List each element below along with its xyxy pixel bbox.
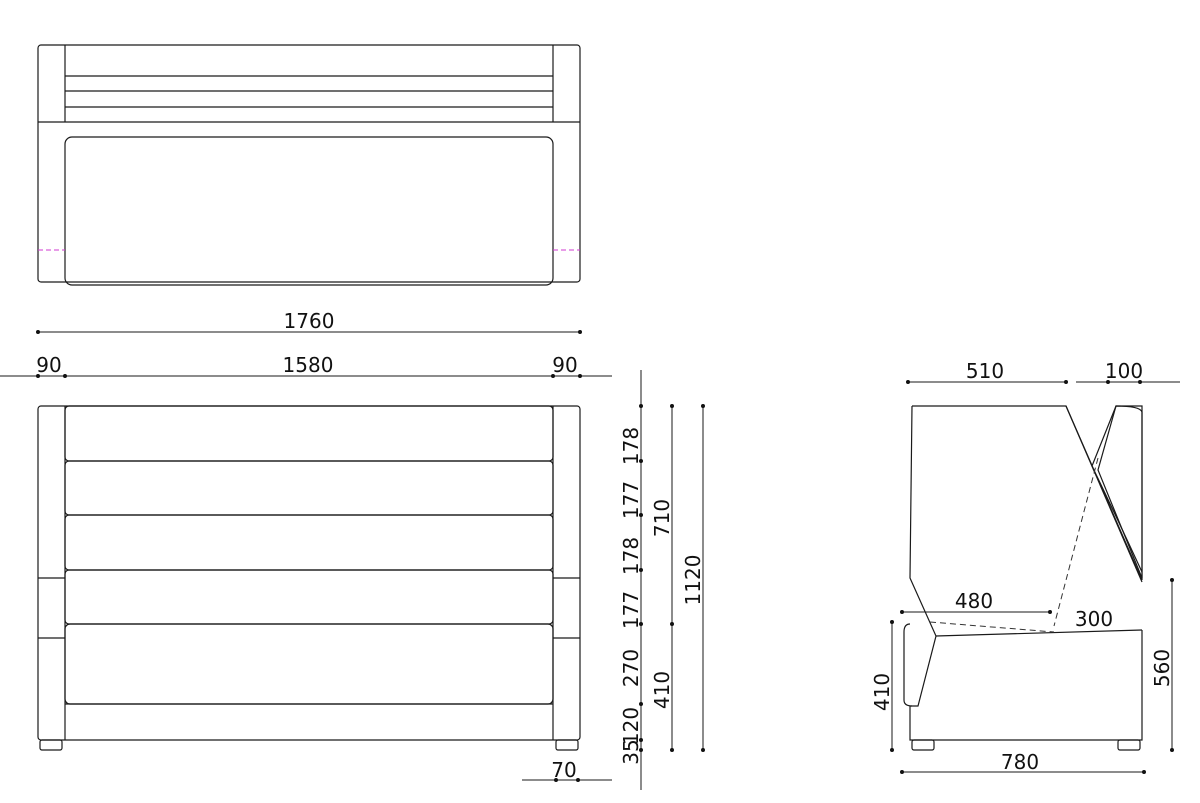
dim-label-arm-right: 90 <box>552 353 577 377</box>
dim-label-side-seat-height: 410 <box>870 673 894 711</box>
front-back-panel-1 <box>64 405 554 462</box>
plan-outline <box>37 44 581 283</box>
front-outline <box>37 405 581 741</box>
front-back-panel-4 <box>64 569 554 625</box>
dim-label-foot: 35 <box>619 739 643 764</box>
dim-label-arm-left: 90 <box>36 353 61 377</box>
dim-label-side-seat-depth: 480 <box>955 589 993 613</box>
dim-label-back-height: 710 <box>650 499 674 537</box>
dim-label-base: 120 <box>619 707 643 745</box>
dim-side: 510 100 480 300 410 560 780 <box>870 359 1180 774</box>
side-back-cushion <box>1097 405 1143 579</box>
side-foot-front <box>911 739 935 751</box>
dim-label-seat-cushion: 270 <box>619 649 643 687</box>
front-foot-right <box>555 739 579 751</box>
dim-foot-width: 70 <box>522 758 612 782</box>
side-body-outline <box>909 405 1143 741</box>
dim-label-total-height: 1120 <box>681 555 705 606</box>
dim-label-panel-2: 177 <box>619 481 643 519</box>
dim-label-panel-3: 178 <box>619 537 643 575</box>
side-back-diagonal-1 <box>1065 405 1143 583</box>
dim-label-seat-height: 410 <box>650 671 674 709</box>
dim-label-side-back-offset: 300 <box>1075 607 1113 631</box>
front-seat-cushion <box>64 623 554 705</box>
dim-label-side-total-depth: 780 <box>1001 750 1039 774</box>
side-back-dashed <box>1053 457 1099 627</box>
side-seat-top <box>935 629 1143 637</box>
dim-label-seat-width: 1580 <box>283 353 334 377</box>
front-back-panel-3 <box>64 514 554 571</box>
dim-label-foot-width: 70 <box>551 758 576 782</box>
dim-label-side-back-thickness: 100 <box>1105 359 1143 383</box>
front-foot-left <box>39 739 63 751</box>
side-arm-front <box>903 623 913 707</box>
dim-label-panel-4: 177 <box>619 591 643 629</box>
dim-label-1760: 1760 <box>284 309 335 333</box>
side-foot-back <box>1117 739 1141 751</box>
front-view <box>37 405 581 751</box>
dim-label-side-arm-height: 560 <box>1150 649 1174 687</box>
dim-label-panel-1: 178 <box>619 427 643 465</box>
side-seat-dashed <box>929 621 1055 633</box>
front-back-panel-2 <box>64 460 554 516</box>
dim-label-side-depth-top: 510 <box>966 359 1004 383</box>
dim-arm-seat-widths: 90 1580 90 <box>0 353 612 378</box>
plan-view <box>37 44 581 286</box>
plan-seat-cushion <box>64 136 554 286</box>
dim-total-width: 1760 <box>36 309 582 334</box>
side-view <box>903 405 1143 751</box>
dim-vertical-chain: 178 177 178 177 270 120 35 710 410 1120 <box>619 370 705 790</box>
